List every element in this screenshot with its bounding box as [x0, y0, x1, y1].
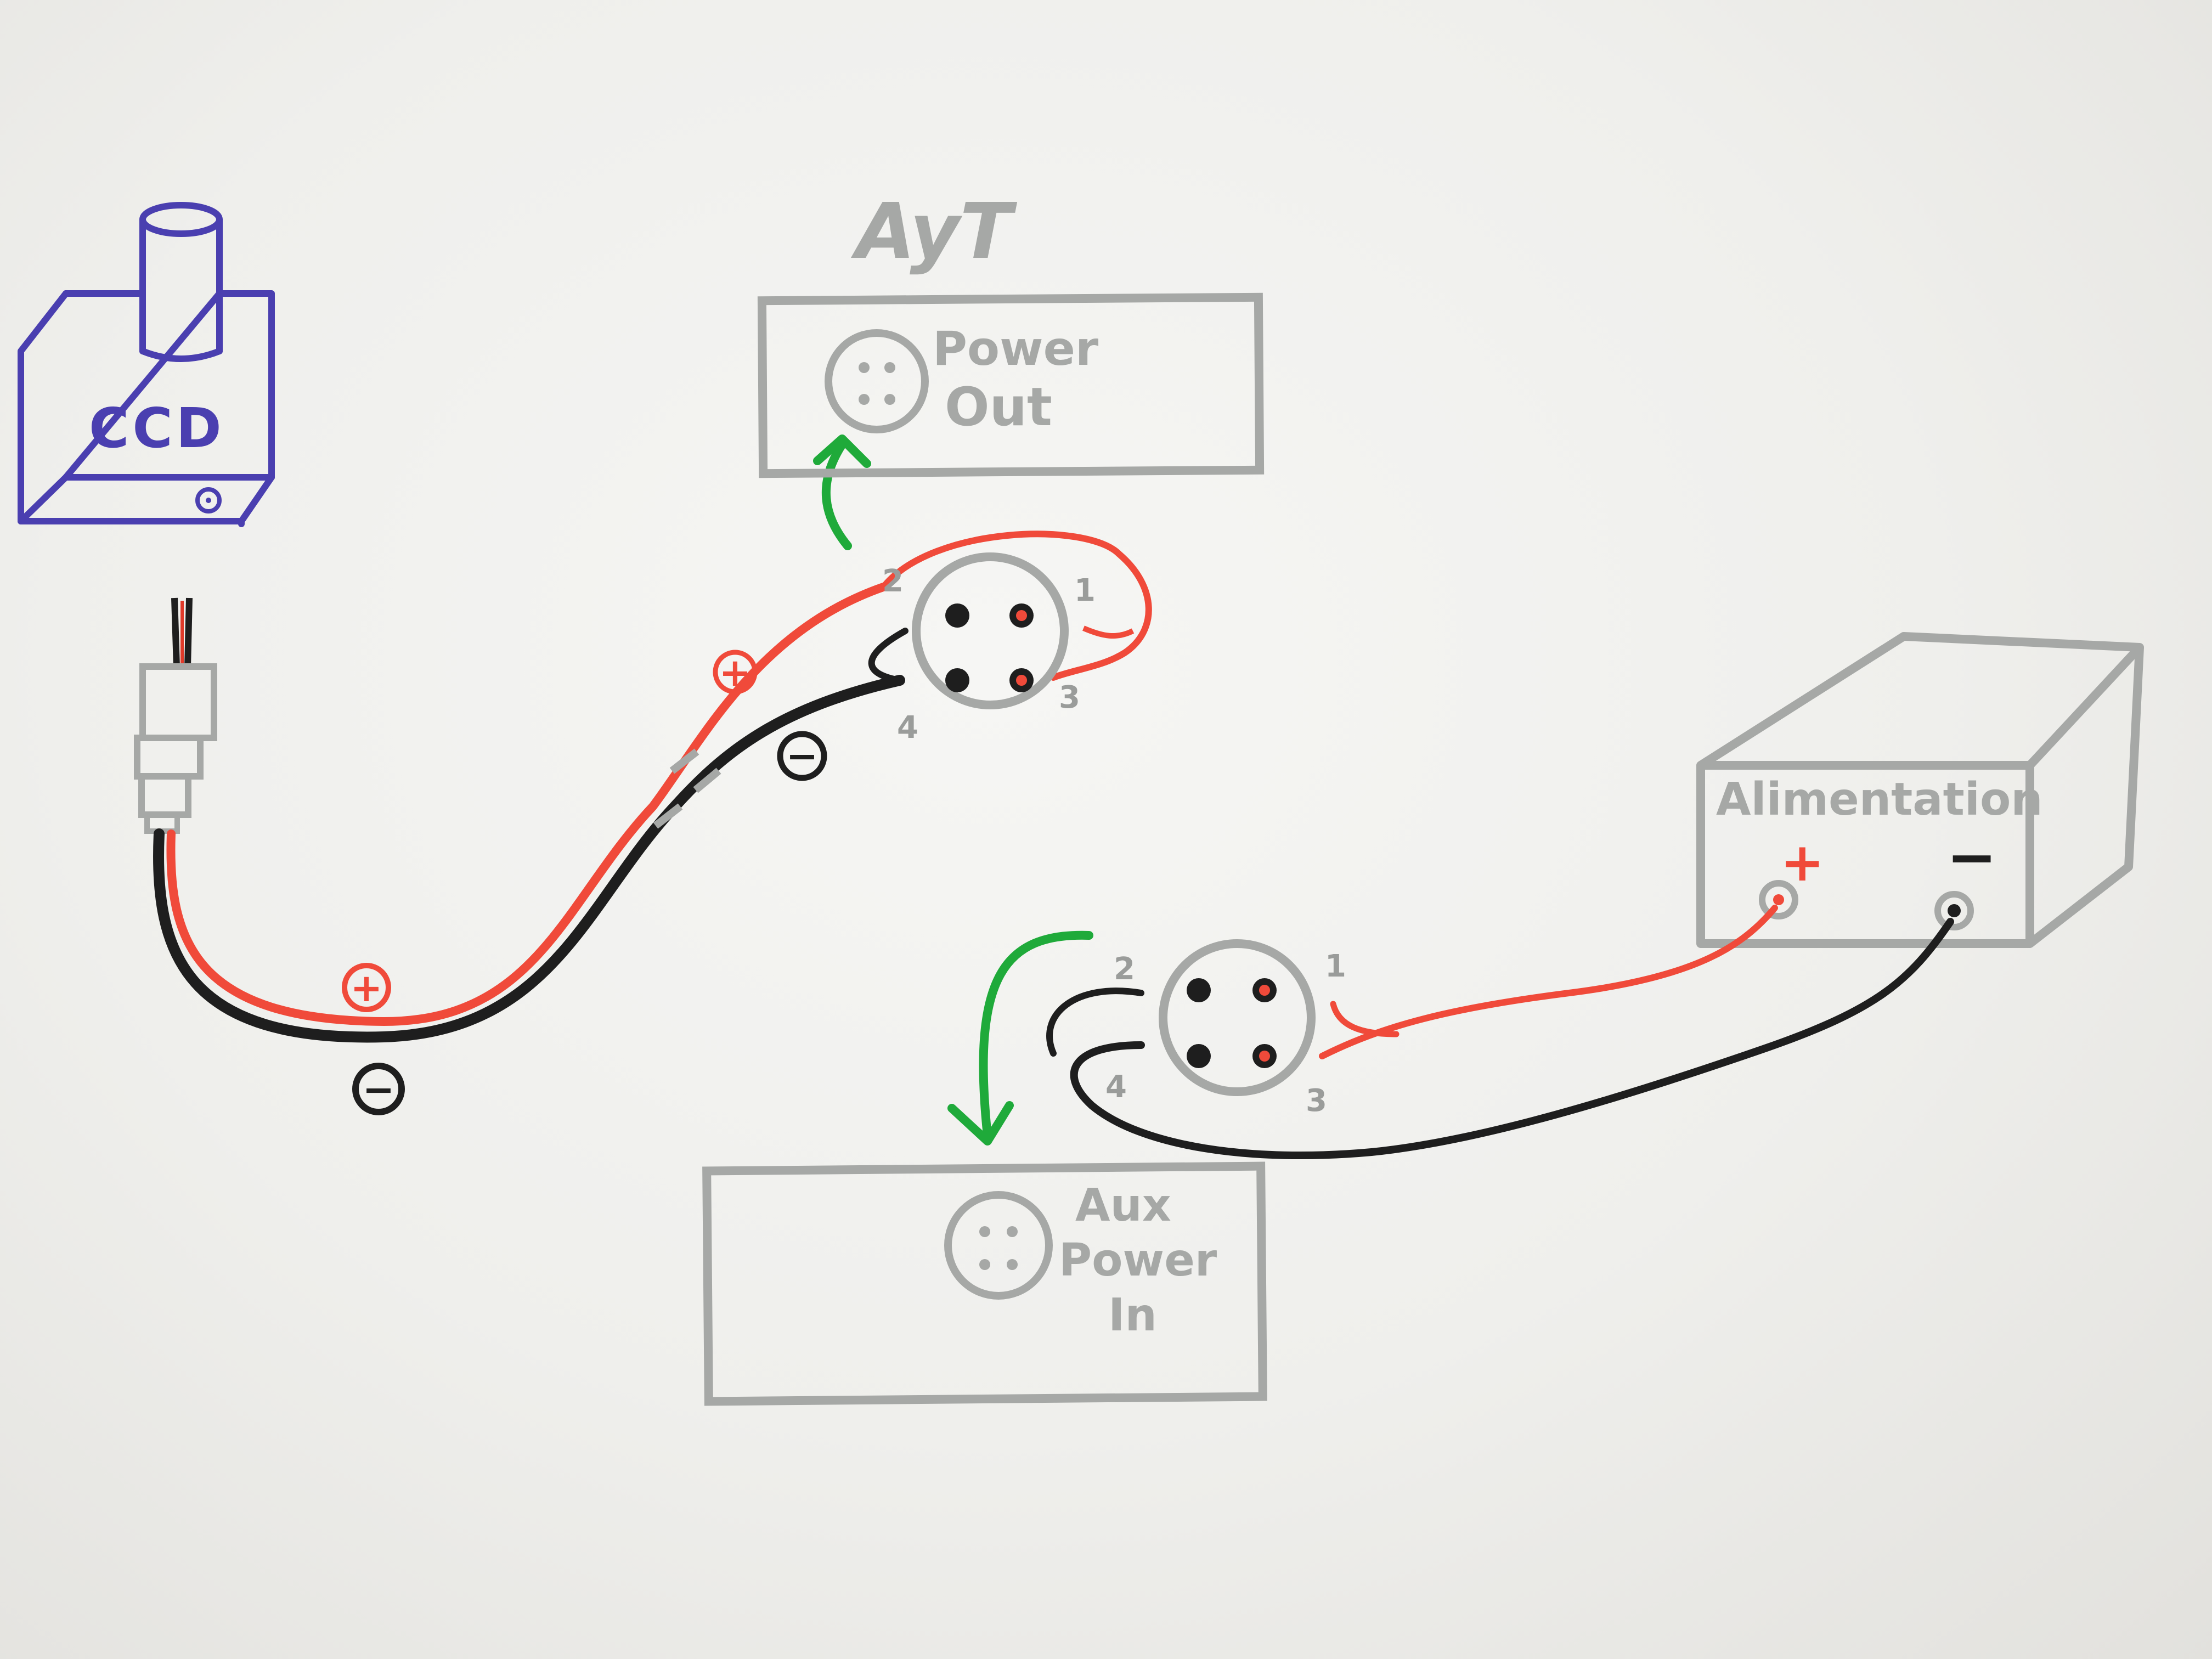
power-supply-minus-terminal — [1934, 891, 1974, 930]
connector-bottom-pin-2 — [1187, 978, 1211, 1002]
wire-black-supply — [1070, 918, 1954, 1160]
wire-black-supply-loop — [1046, 988, 1144, 1057]
power-supply-icon — [1696, 632, 2144, 948]
plus-mark-cable: + — [342, 963, 391, 1012]
power-out-box — [757, 292, 1265, 478]
minus-mark-top: − — [777, 731, 827, 781]
minus-mark-top-text: − — [786, 733, 819, 778]
connector-bottom-label-2: 2 — [1114, 951, 1135, 987]
cable-red-ccd — [166, 583, 888, 1026]
connector-top-label-4: 4 — [897, 710, 918, 746]
wire-red-supply-branch — [1330, 1001, 1400, 1037]
connector-top-pin-2 — [945, 603, 969, 628]
connector-top-label-1: 1 — [1074, 573, 1096, 608]
splice-marks — [653, 748, 721, 829]
connector-bottom-label-3: 3 — [1306, 1083, 1327, 1119]
power-out-label-line1: Power — [933, 321, 1099, 376]
connector-bottom: 1 2 3 4 — [1105, 939, 1346, 1119]
minus-mark-cable-text: − — [363, 1067, 395, 1112]
aux-label-line1: Aux — [1075, 1180, 1171, 1232]
power-out-label-line2: Out — [945, 376, 1052, 438]
power-out-socket — [825, 329, 929, 433]
power-supply-minus: − — [1946, 822, 1997, 892]
ccd-camera-icon — [18, 202, 275, 527]
jumper-red-top-inner — [1082, 625, 1135, 639]
wire-black-top-end — [868, 628, 909, 684]
aux-power-in-socket — [944, 1191, 1053, 1300]
plus-mark-top: + — [713, 650, 758, 695]
ccd-label: CCD — [89, 396, 225, 460]
arrow-down-icon — [947, 930, 1093, 1146]
plus-mark-top-text: + — [719, 650, 752, 695]
jumper-red-top — [881, 531, 1152, 681]
dc-plug-icon — [134, 597, 217, 834]
cable-black-ccd — [153, 675, 905, 1043]
top-device-label: AyT — [850, 187, 1017, 276]
connector-top-pin-4 — [945, 668, 969, 692]
plus-mark-cable-text: + — [351, 966, 383, 1011]
power-supply-plus-terminal — [1759, 880, 1798, 919]
connector-bottom-label-1: 1 — [1325, 949, 1346, 984]
minus-mark-cable: − — [352, 1063, 405, 1115]
connector-top-label-3: 3 — [1059, 680, 1080, 715]
arrow-up-icon — [813, 435, 871, 550]
connector-bottom-label-4: 4 — [1105, 1069, 1127, 1105]
aux-label-line3: In — [1108, 1289, 1157, 1341]
connector-top-label-2: 2 — [882, 563, 904, 599]
connector-bottom-pin-4 — [1187, 1044, 1211, 1068]
aux-power-in-box — [702, 1161, 1267, 1406]
aux-label-line2: Power — [1059, 1234, 1217, 1286]
power-supply-label: Alimentation — [1716, 774, 2043, 826]
connector-top: 1 2 3 4 — [882, 552, 1096, 746]
